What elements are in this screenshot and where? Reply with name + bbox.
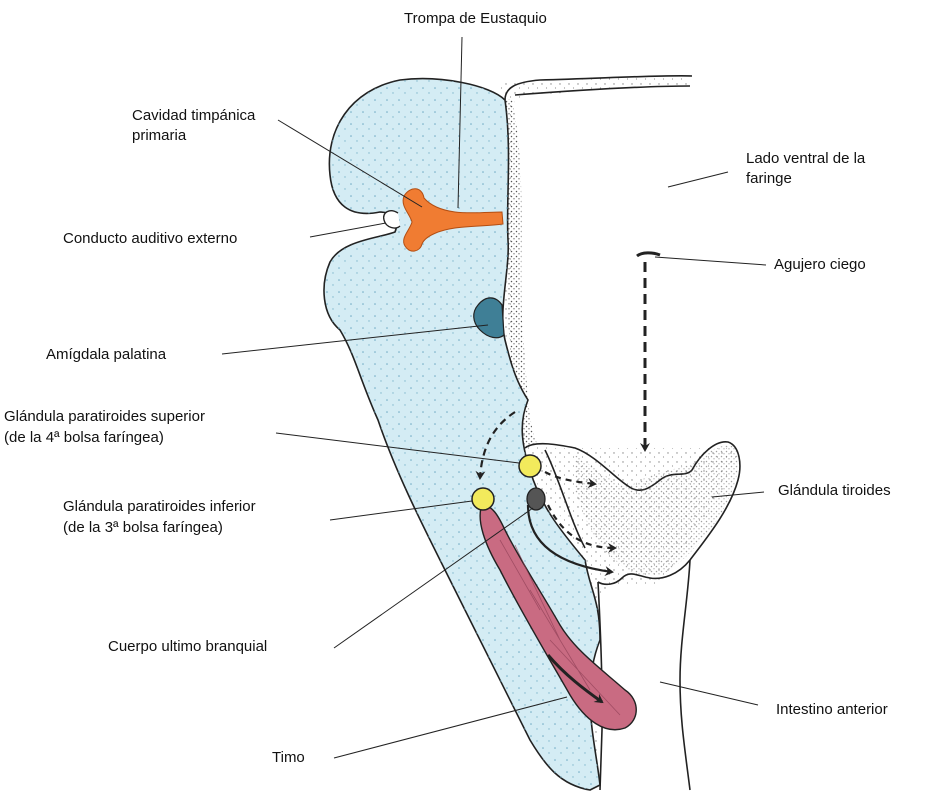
ultimobranchial-body-shape [527, 488, 545, 510]
label-external-auditory-canal: Conducto auditivo externo [63, 229, 237, 248]
label-foregut: Intestino anterior [776, 700, 888, 719]
label-ultimobranchial: Cuerpo ultimo branquial [108, 637, 267, 656]
label-superior-parathyroid-line2: (de la 4ª bolsa faríngea) [4, 428, 164, 447]
pharyngeal-wall [324, 79, 600, 790]
label-eustachian-tube: Trompa de Eustaquio [404, 9, 547, 28]
superior-parathyroid-shape [519, 455, 541, 477]
foramen-cecum-mark [637, 253, 660, 256]
label-palatine-tonsil: Amígdala palatina [46, 345, 166, 364]
label-thymus: Timo [272, 748, 305, 767]
label-inferior-parathyroid-line2: (de la 3ª bolsa faríngea) [63, 518, 223, 537]
leader-foramen-cecum [655, 257, 766, 265]
label-thyroid: Glándula tiroides [778, 481, 891, 500]
label-tympanic-cavity-line1: Cavidad timpánica [132, 106, 255, 125]
leader-foregut [660, 682, 758, 705]
label-inferior-parathyroid-line1: Glándula paratiroides inferior [63, 497, 256, 516]
label-foramen-cecum: Agujero ciego [774, 255, 866, 274]
leader-ventral-pharynx [668, 172, 728, 187]
label-ventral-pharynx-line1: Lado ventral de la [746, 149, 865, 168]
inferior-parathyroid-shape [472, 488, 494, 510]
leader-external-auditory-canal [310, 223, 386, 237]
label-superior-parathyroid-line1: Glándula paratiroides superior [4, 407, 205, 426]
external-auditory-canal-shape [384, 211, 400, 228]
label-ventral-pharynx-line2: faringe [746, 169, 792, 188]
label-tympanic-cavity-line2: primaria [132, 126, 186, 145]
